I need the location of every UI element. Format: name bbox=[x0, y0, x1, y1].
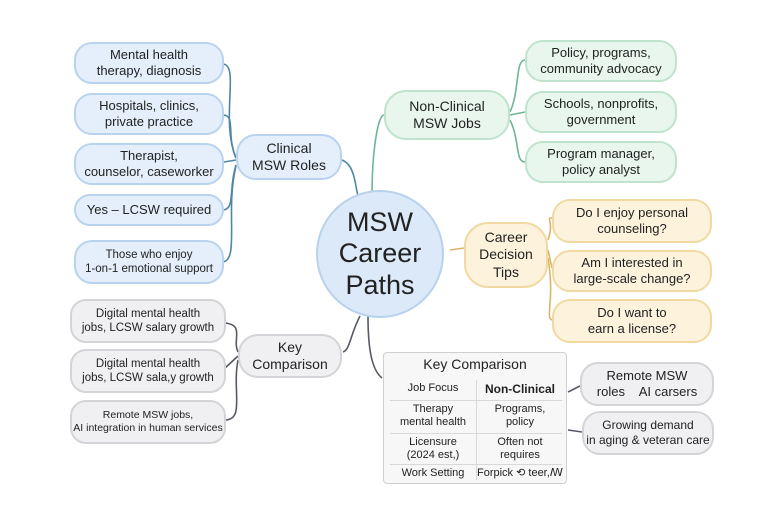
tip-item-counseling: Do I enjoy personal counseling? bbox=[552, 199, 712, 243]
key-item-digital-health-2: Digital mental health jobs, LCSW sala,y … bbox=[70, 349, 226, 393]
right-item-remote-roles: Remote MSW roles AI carsers bbox=[580, 362, 714, 406]
table-cell: Work Setting bbox=[401, 466, 465, 479]
non-clinical-item-settings: Schools, nonprofits, government bbox=[525, 91, 677, 133]
table-header-left: Job Focus bbox=[407, 382, 459, 395]
tip-item-license: Do I want to earn a license? bbox=[552, 299, 712, 343]
tip-item-large-scale-change: Am I interested in large-scale change? bbox=[552, 250, 712, 292]
non-clinical-item-focus: Policy, programs, community advocacy bbox=[525, 40, 677, 82]
table-header-right: Non-Clinical bbox=[484, 381, 555, 396]
hub-clinical-msw-roles: Clinical MSW Roles bbox=[236, 134, 342, 180]
clinical-item-fit: Those who enjoy 1-on-1 emotional support bbox=[74, 240, 224, 284]
central-topic: MSW Career Paths bbox=[316, 190, 444, 318]
table-column-divider bbox=[476, 380, 477, 480]
key-item-digital-health-1: Digital mental health jobs, LCSW salary … bbox=[70, 299, 226, 343]
hub-non-clinical-msw-jobs: Non-Clinical MSW Jobs bbox=[384, 90, 510, 140]
table-cell: Programs, policy bbox=[494, 402, 546, 428]
table-cell: Therapy mental health bbox=[399, 402, 467, 428]
comparison-table: Key Comparison Job Focus Non-Clinical Th… bbox=[383, 352, 567, 484]
table-cell: Licensure (2024 est,) bbox=[406, 435, 460, 461]
clinical-item-license: Yes – LCSW required bbox=[74, 194, 224, 226]
right-item-growing-demand: Growing demand in aging & veteran care bbox=[582, 411, 714, 455]
hub-career-decision-tips: Career Decision Tips bbox=[464, 222, 548, 288]
non-clinical-item-titles: Program manager, policy analyst bbox=[525, 141, 677, 183]
table-cell: Often not requires bbox=[497, 435, 543, 461]
clinical-item-focus: Mental health therapy, diagnosis bbox=[74, 42, 224, 84]
table-title: Key Comparison bbox=[423, 356, 527, 372]
hub-key-comparison: Key Comparison bbox=[238, 334, 342, 378]
table-cell: Forpick ⟲ teer,ꟿ bbox=[477, 466, 563, 479]
clinical-item-settings: Hospitals, clinics, private practice bbox=[74, 93, 224, 135]
key-item-remote-jobs: Remote MSW jobs, AI integration in human… bbox=[70, 400, 226, 444]
clinical-item-titles: Therapist, counselor, caseworker bbox=[74, 143, 224, 185]
